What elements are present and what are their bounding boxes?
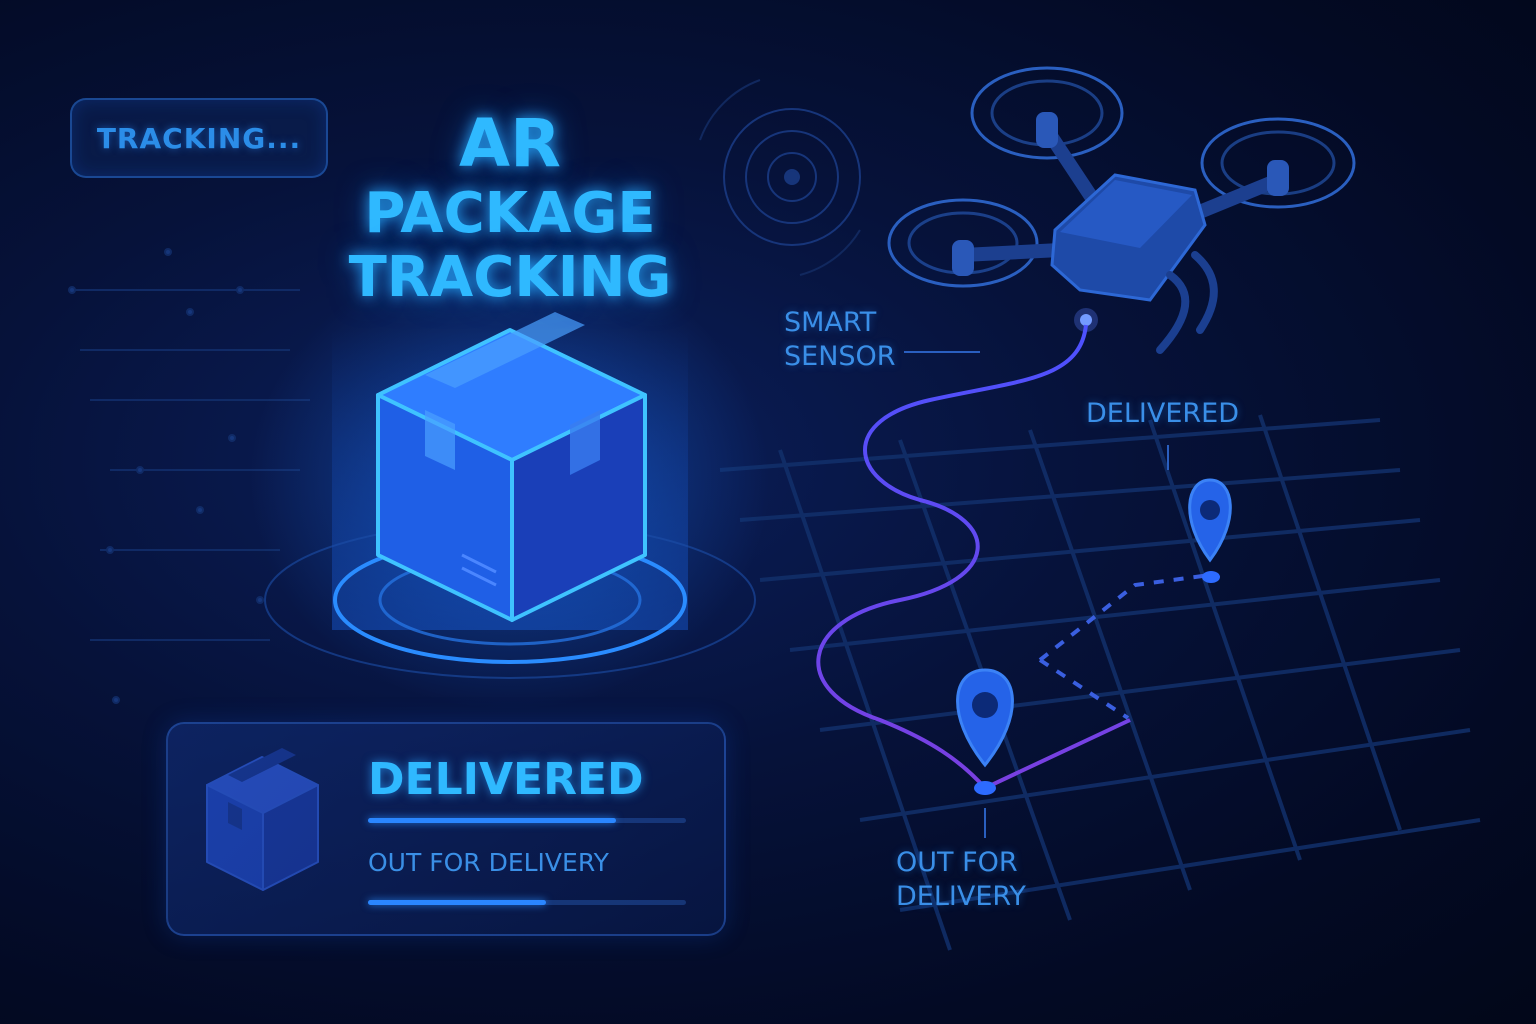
package-icon xyxy=(376,312,647,622)
delivery-route xyxy=(816,324,1131,791)
card-substatus-text: OUT FOR DELIVERY xyxy=(368,848,609,877)
map-grid xyxy=(719,414,1481,951)
smart-sensor-label: SMART SENSOR xyxy=(784,306,896,374)
dashed-route xyxy=(1038,573,1211,720)
out-for-delivery-label-line-1: OUT FOR xyxy=(896,847,1018,878)
circuit-decoration xyxy=(68,248,310,704)
radar-icon xyxy=(699,79,861,276)
location-pin-icon xyxy=(956,668,1014,838)
tracking-status-indicator: TRACKING... xyxy=(70,98,328,178)
page-title: AR PACKAGE TRACKING xyxy=(330,106,690,311)
tracking-status-text: TRACKING... xyxy=(96,121,302,155)
smart-sensor-label-line-1: SMART xyxy=(784,307,877,338)
out-for-delivery-progress-bar xyxy=(368,900,686,905)
title-line-3: TRACKING xyxy=(348,245,672,311)
smart-sensor-label-line-2: SENSOR xyxy=(784,340,896,372)
delivery-status-card[interactable]: DELIVERED OUT FOR DELIVERY xyxy=(166,722,726,936)
title-line-2: PACKAGE xyxy=(364,180,656,246)
title-line-1: AR xyxy=(459,105,561,182)
out-for-delivery-map-label: OUT FOR DELIVERY xyxy=(896,846,1026,914)
out-for-delivery-progress-fill xyxy=(368,900,547,905)
delivered-progress-bar xyxy=(368,818,686,823)
delivered-progress-fill xyxy=(368,818,617,823)
drone-icon xyxy=(887,66,1356,354)
location-pin-icon xyxy=(1167,445,1232,583)
out-for-delivery-label-line-2: DELIVERY xyxy=(896,880,1026,912)
card-status-text: DELIVERED xyxy=(368,754,644,805)
delivered-map-label: DELIVERED xyxy=(1086,398,1239,429)
